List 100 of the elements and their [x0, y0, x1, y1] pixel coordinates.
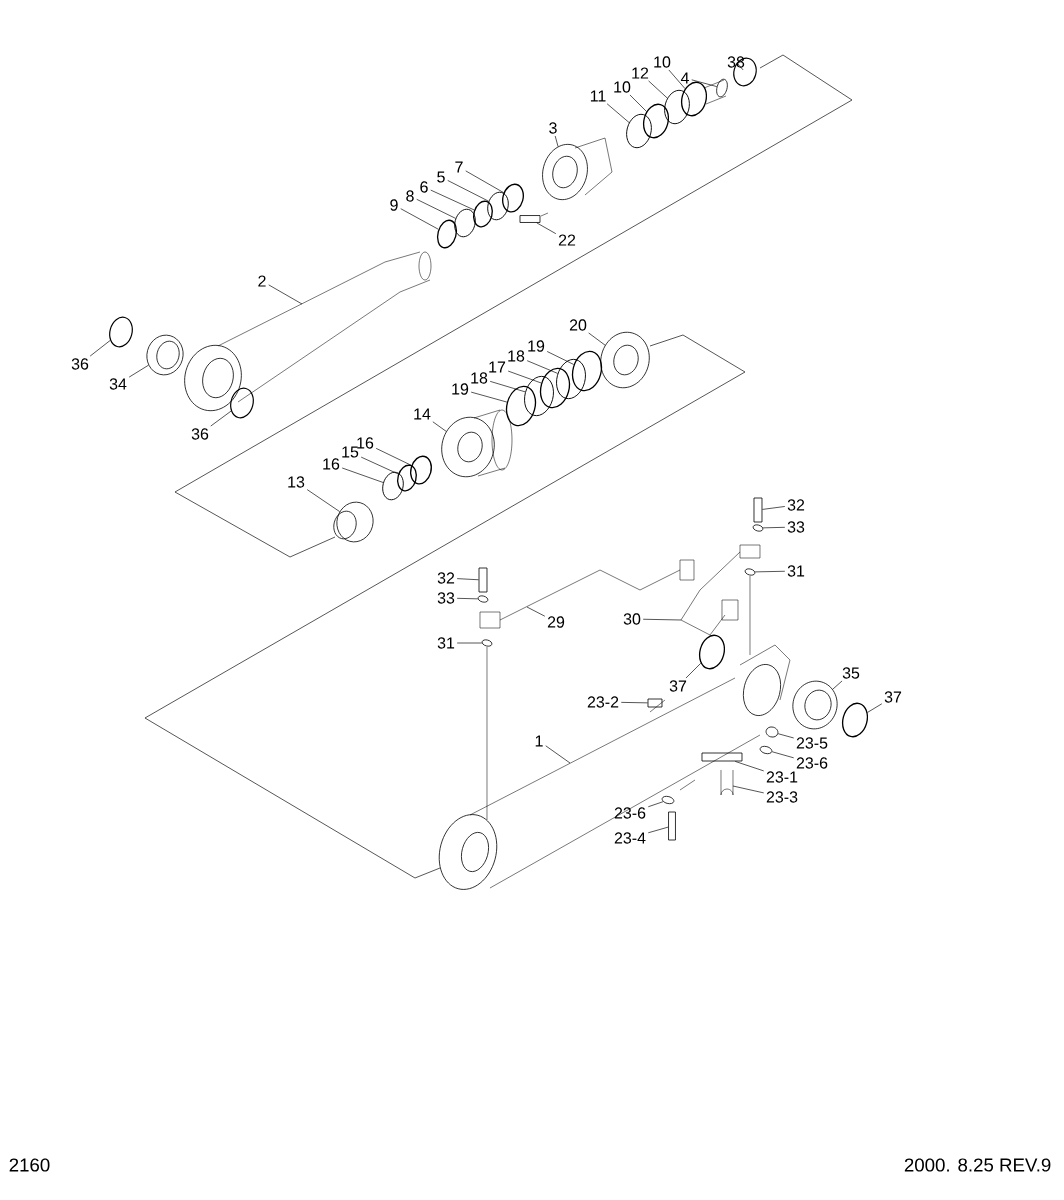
ring-part — [473, 200, 493, 228]
callout-number: 2 — [258, 275, 266, 287]
callout-number: 33 — [787, 521, 805, 533]
leader-line — [762, 506, 786, 510]
callout-number: 18 — [508, 350, 525, 362]
leader-line — [620, 702, 648, 704]
ring-part — [539, 367, 571, 409]
callout-number: 33 — [437, 592, 455, 604]
callout-number: 31 — [437, 637, 455, 649]
leader-line — [447, 180, 489, 202]
leader-line — [691, 79, 718, 87]
callout-number: 13 — [288, 476, 305, 488]
callout-number: 20 — [569, 319, 587, 331]
ring-part — [505, 385, 537, 427]
ring-part — [477, 595, 489, 603]
leader-line — [546, 351, 575, 365]
ring-part — [661, 795, 675, 805]
ring-part — [436, 219, 458, 249]
callout-number: 11 — [590, 90, 606, 102]
ring-part — [698, 634, 726, 670]
callout-number: 34 — [109, 378, 127, 390]
ring-part — [626, 113, 652, 149]
leader-line — [867, 703, 883, 713]
leader-line — [465, 170, 504, 193]
leader-line — [777, 733, 795, 739]
leader-line — [430, 189, 475, 211]
callout-number: 19 — [452, 383, 469, 395]
callout-number: 8 — [406, 190, 414, 202]
leader-line — [685, 662, 702, 679]
leader-line — [432, 421, 447, 432]
callout-number: 19 — [528, 340, 545, 352]
ring-part — [524, 375, 554, 417]
leader-line — [456, 578, 479, 581]
leader-line — [306, 489, 340, 512]
leader-line — [545, 745, 571, 764]
leader-line — [89, 340, 111, 357]
ring-part — [336, 501, 374, 543]
leader-line — [754, 570, 786, 573]
leader-line — [832, 680, 843, 690]
ring-part — [716, 78, 728, 98]
callout-number: 36 — [191, 428, 209, 440]
leader-line — [647, 801, 664, 808]
ring-part — [765, 726, 779, 738]
ring-part — [502, 183, 524, 213]
callout-number: 14 — [414, 408, 431, 420]
leader-line — [341, 467, 384, 483]
leader-line — [268, 284, 303, 305]
callout-number: 9 — [390, 199, 398, 211]
callout-number: 18 — [471, 372, 488, 384]
ring-part — [382, 471, 404, 501]
leader-line — [128, 364, 149, 378]
callout-number: 35 — [842, 667, 860, 679]
callout-number: 37 — [884, 691, 902, 703]
block-part — [647, 698, 663, 708]
leader-line — [536, 222, 557, 234]
ring-part — [230, 387, 254, 419]
ring-part — [664, 89, 690, 125]
leader-line — [606, 103, 630, 123]
ring-part — [841, 702, 869, 738]
callout-number: 12 — [632, 67, 649, 79]
leader-line — [588, 332, 606, 346]
leader-line — [489, 381, 526, 393]
callout-number: 16 — [357, 437, 374, 449]
callout-number: 30 — [623, 613, 641, 625]
callout-number: 10 — [614, 81, 631, 93]
callout-number: 5 — [437, 171, 445, 183]
drawing-number: 2160 — [9, 1158, 50, 1172]
callout-number: 15 — [342, 446, 359, 458]
leader-line — [647, 826, 669, 834]
leader-line — [416, 198, 456, 219]
callout-number: 31 — [787, 565, 805, 577]
ring-part — [759, 745, 773, 755]
leader-line — [456, 642, 483, 644]
callout-number: 32 — [437, 572, 455, 584]
ring-part — [146, 334, 184, 376]
ring-part — [744, 568, 756, 576]
ring-part — [752, 524, 764, 532]
callout-number: 4 — [680, 72, 689, 84]
callout-number: 23-4 — [614, 832, 646, 844]
revision-date: 2000. 8.25 REV.9 — [904, 1158, 1051, 1172]
leader-line — [642, 618, 682, 621]
leader-line — [648, 80, 668, 99]
leader-line — [554, 135, 559, 147]
bolt — [753, 497, 763, 523]
callout-number: 23-1 — [766, 771, 798, 783]
leader-line — [526, 606, 546, 617]
block-part — [519, 215, 541, 223]
callout-number: 23-5 — [796, 737, 828, 749]
callout-number: 37 — [669, 680, 687, 692]
callout-number: 23-2 — [587, 696, 619, 708]
leader-line — [668, 69, 686, 89]
callout-number: 23-6 — [614, 807, 646, 819]
ring-part — [441, 416, 495, 478]
leader-line — [360, 456, 399, 475]
ring-part — [109, 316, 133, 348]
callout-number: 7 — [455, 161, 463, 173]
callout-number: 10 — [654, 56, 671, 68]
leader-line — [732, 785, 765, 794]
callout-number: 29 — [547, 616, 565, 628]
callout-number: 3 — [549, 122, 557, 134]
